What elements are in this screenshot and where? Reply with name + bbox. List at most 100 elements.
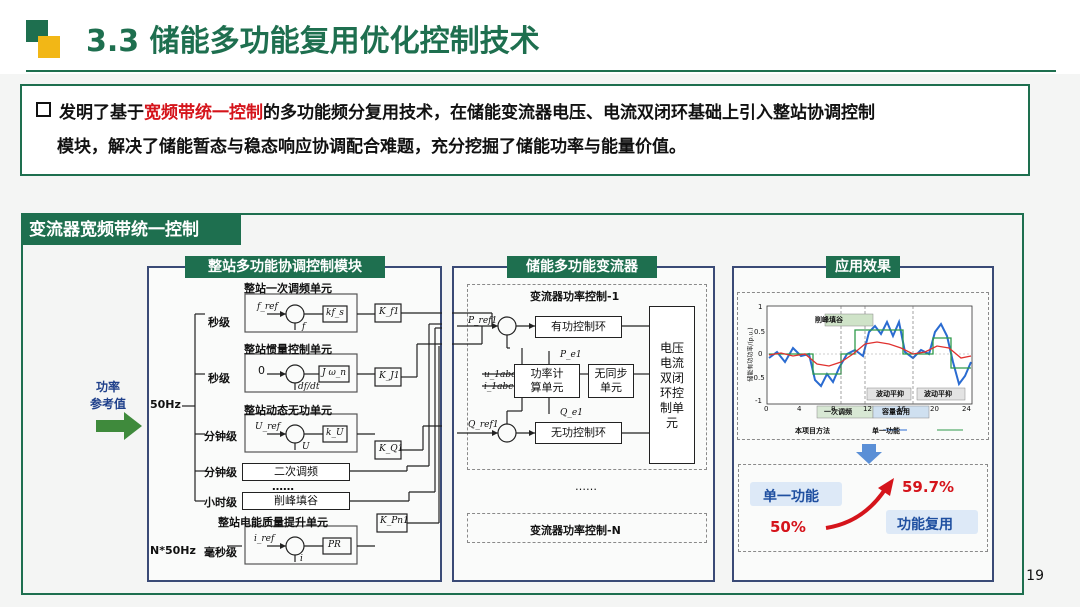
active-power-loop: 有功控制环 bbox=[535, 316, 622, 338]
intro-box bbox=[20, 84, 1030, 176]
xtick-16: 16 bbox=[897, 405, 906, 413]
peak-level: 小时级 bbox=[204, 496, 237, 509]
power-calc-line2: 算单元 bbox=[530, 381, 564, 394]
power-calc-line1: 功率计 bbox=[530, 367, 564, 380]
section-frame bbox=[21, 213, 1024, 595]
dbl-line-0: 电压 bbox=[659, 341, 684, 355]
coord-control-tag: 整站多功能协调控制模块 bbox=[185, 256, 385, 278]
unit-freq-gain: kf_s bbox=[326, 308, 344, 318]
k-j1-block: K_J1 bbox=[379, 371, 400, 381]
single-func-value: 50% bbox=[770, 518, 806, 536]
page-number: 19 bbox=[1026, 568, 1044, 584]
peak-shaving-block: 削峰填谷 bbox=[242, 492, 350, 510]
unit-inertia-fb: df/dt bbox=[298, 382, 320, 392]
unit-pq-title: 整站电能质量提升单元 bbox=[218, 516, 328, 529]
unit-inertia-title: 整站惯量控制单元 bbox=[244, 343, 332, 356]
result-frame bbox=[738, 464, 988, 552]
single-func-box bbox=[750, 482, 842, 506]
dbl-line-1: 电流 bbox=[659, 356, 684, 370]
unit-pq-ref: i_ref bbox=[254, 534, 275, 544]
secondary-freq-block: 二次调频 bbox=[242, 463, 350, 481]
intro-line2: 模块，解决了储能暂态与稳态响应协调配合难题，充分挖掘了储能功率与能量价值。 bbox=[57, 137, 686, 157]
xtick-24: 24 bbox=[962, 405, 971, 413]
converter-tag: 储能多功能变流器 bbox=[507, 256, 657, 278]
annot-smooth-1: 波动平抑 bbox=[876, 390, 904, 398]
unit-pq-fb: i bbox=[300, 554, 303, 564]
secondary-level: 分钟级 bbox=[204, 466, 237, 479]
y-axis-label: 储能有功功率/(p.u.) bbox=[747, 327, 755, 382]
dots-mid: …… bbox=[575, 480, 597, 493]
xtick-4: 4 bbox=[797, 405, 802, 413]
annot-peak: 削峰填谷 bbox=[815, 316, 843, 324]
section-title: 变流器宽频带统一控制 bbox=[21, 215, 241, 245]
dots-left: …… bbox=[272, 480, 294, 493]
sync-line1: 无同步 bbox=[594, 367, 628, 380]
freq-n50hz-label: N*50Hz bbox=[150, 544, 196, 557]
ytick-0-5: 0.5 bbox=[754, 328, 766, 336]
unit-reactive-title: 整站动态无功单元 bbox=[244, 404, 332, 417]
effect-tag: 应用效果 bbox=[826, 256, 900, 278]
intro-highlight: 宽频带统一控制 bbox=[144, 103, 263, 123]
sync-unit: 无同步单元 bbox=[588, 364, 634, 398]
xtick-8: 8 bbox=[831, 405, 836, 413]
q-ref-label: Q_ref1 bbox=[468, 420, 499, 430]
qe-label: Q_e1 bbox=[560, 408, 583, 418]
ytick-neg-0-5: -0.5 bbox=[751, 374, 765, 382]
legend-single: 单一功能 bbox=[872, 427, 900, 435]
converter-diagram bbox=[452, 312, 649, 443]
unit-inertia-ref: 0 bbox=[258, 364, 265, 377]
intro-post: 的多功能频分复用技术，在储能变流器电压、电流双闭环基础上引入整站协调控制 bbox=[263, 103, 875, 123]
unit-reactive-fb: U bbox=[302, 442, 310, 452]
logo-square-yellow bbox=[38, 36, 60, 58]
dbl-line-2: 双闭 bbox=[659, 371, 684, 385]
pe-label: P_e1 bbox=[560, 350, 582, 360]
bullet-square-icon bbox=[36, 102, 51, 117]
input-arrow-icon bbox=[96, 412, 142, 440]
i-abc-label: i_1abc bbox=[484, 382, 514, 392]
single-func-label: 单一功能 bbox=[763, 489, 819, 505]
power-chart bbox=[766, 305, 973, 431]
unit-reactive-level: 分钟级 bbox=[204, 430, 237, 443]
header-divider bbox=[26, 70, 1056, 72]
ytick-1: 1 bbox=[758, 303, 763, 311]
xtick-0: 0 bbox=[764, 405, 769, 413]
xtick-12: 12 bbox=[863, 405, 872, 413]
coord-control-diagram bbox=[182, 293, 442, 565]
multi-func-box bbox=[886, 510, 978, 534]
unit-pq-gain: PR bbox=[328, 540, 341, 550]
xtick-20: 20 bbox=[930, 405, 939, 413]
unit-freq-title: 整站一次调频单元 bbox=[244, 282, 332, 295]
dbl-line-3: 环控 bbox=[659, 386, 684, 400]
annot-smooth-2: 波动平抑 bbox=[924, 390, 952, 398]
power-calc-unit: 功率计算单元 bbox=[514, 364, 580, 398]
p-ref-label: P_ref1 bbox=[468, 316, 498, 326]
ytick-0: 0 bbox=[758, 350, 763, 358]
dbl-line-4: 制单 bbox=[659, 401, 684, 415]
intro-text: 发明了基于宽频带统一控制的多功能频分复用技术，在储能变流器电压、电流双闭环基础上… bbox=[36, 96, 1026, 164]
k-f1-block: K_f1 bbox=[379, 307, 400, 317]
chart-frame bbox=[737, 292, 989, 440]
unit-freq-level: 秒级 bbox=[208, 316, 230, 329]
page-title: 3.3 储能多功能复用优化控制技术 bbox=[86, 24, 540, 59]
down-arrow-icon bbox=[856, 444, 882, 464]
unit-inertia-gain: J ω_n bbox=[322, 368, 347, 378]
power-control-n-frame bbox=[467, 513, 707, 543]
power-control-1-frame bbox=[467, 284, 707, 470]
sync-line2: 单元 bbox=[600, 381, 622, 394]
power-control-1-title: 变流器功率控制-1 bbox=[530, 290, 620, 303]
freq-50hz-label: 50Hz bbox=[150, 398, 181, 411]
power-label: 功率 bbox=[96, 380, 121, 394]
legend-method: 本项目方法 bbox=[795, 427, 830, 435]
unit-inertia-level: 秒级 bbox=[208, 372, 230, 385]
unit-reactive-ref: U_ref bbox=[255, 422, 281, 432]
increase-arrow-icon bbox=[825, 478, 894, 530]
unit-pq-level: 毫秒级 bbox=[204, 546, 237, 559]
ytick-neg-1: -1 bbox=[755, 397, 762, 405]
k-pn1-block: K_Pn1 bbox=[380, 516, 409, 526]
u-abc-label: u_1abc bbox=[484, 370, 517, 380]
multi-func-label: 功能复用 bbox=[897, 517, 953, 533]
header-bar bbox=[0, 0, 1080, 74]
unit-freq-ref: f_ref bbox=[257, 302, 278, 312]
band-primary-freq: 一次调频 bbox=[824, 408, 852, 416]
power-control-n-title: 变流器功率控制-N bbox=[530, 524, 621, 537]
